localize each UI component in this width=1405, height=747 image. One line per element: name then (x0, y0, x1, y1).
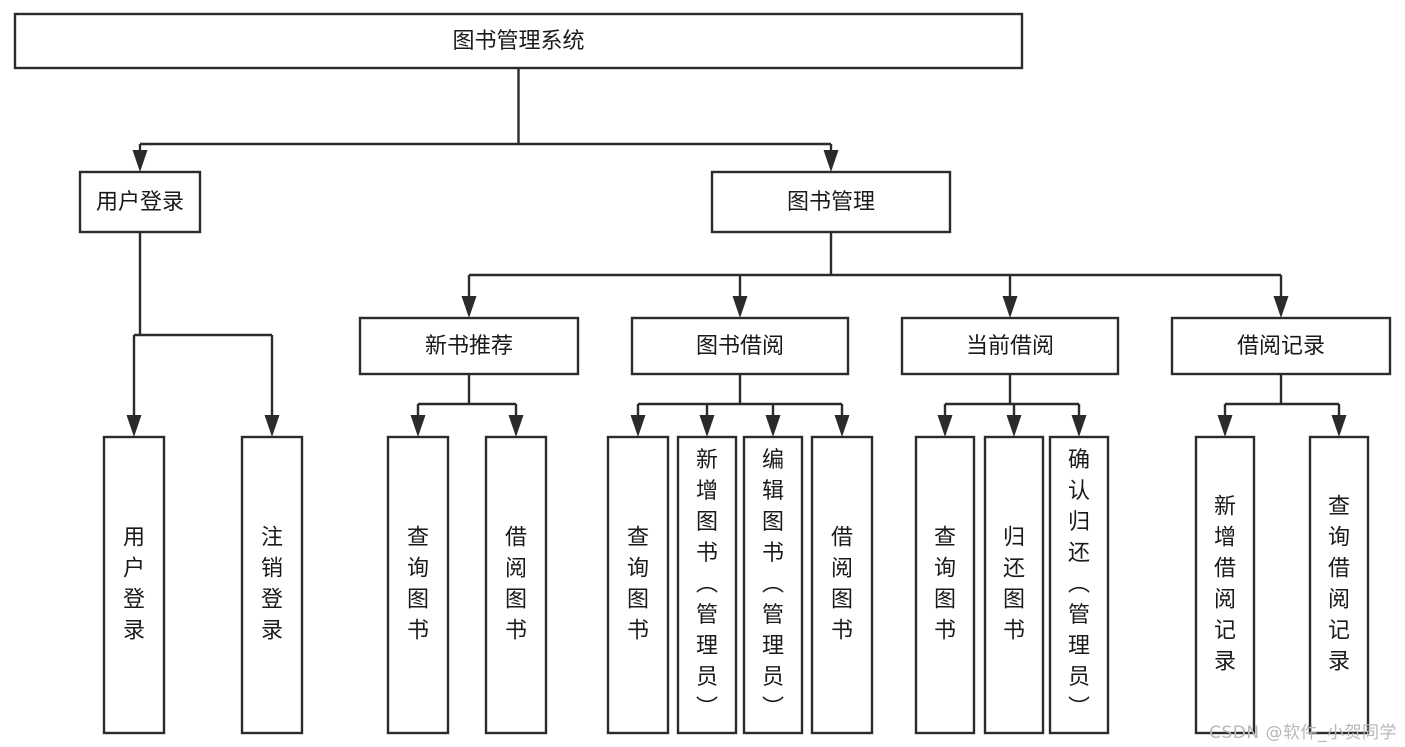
arrow-head-icon (410, 415, 426, 437)
arrow-head-icon (765, 415, 781, 437)
arrow-head-icon (823, 150, 839, 172)
connector-layer (126, 68, 1347, 437)
connector-group-l1_b (461, 232, 1289, 318)
node-box[interactable] (102, 435, 166, 735)
node-box[interactable] (676, 435, 738, 735)
node-box[interactable] (358, 316, 580, 376)
node-label: 借阅记录 (1237, 334, 1325, 359)
node-label: 用户登录 (96, 190, 184, 215)
arrow-head-icon (699, 415, 715, 437)
node-leaf_6[interactable]: 新增图书︵管理员︶ (676, 435, 738, 735)
node-box[interactable] (484, 435, 548, 735)
node-l2_c[interactable]: 当前借阅 (900, 316, 1120, 376)
node-leaf_10[interactable]: 归还图书 (983, 435, 1045, 735)
node-label: 查询借阅记录 (1328, 495, 1350, 675)
connector-group-l2_a (410, 374, 524, 437)
node-box[interactable] (983, 435, 1045, 735)
connector-group-l1_a (126, 232, 280, 437)
arrow-head-icon (1217, 415, 1233, 437)
node-box[interactable] (900, 316, 1120, 376)
arrow-head-icon (1331, 415, 1347, 437)
node-l2_d[interactable]: 借阅记录 (1170, 316, 1392, 376)
node-label: 借阅图书 (505, 526, 527, 644)
node-box[interactable] (630, 316, 850, 376)
node-layer: 图书管理系统用户登录图书管理新书推荐图书借阅当前借阅借阅记录用户登录注销登录查询… (13, 12, 1392, 735)
node-leaf_13[interactable]: 查询借阅记录 (1308, 435, 1370, 735)
arrow-head-icon (732, 296, 748, 318)
node-box[interactable] (78, 170, 202, 234)
node-leaf_11[interactable]: 确认归还︵管理员︶ (1048, 435, 1110, 735)
node-label: 图书管理系统 (452, 29, 584, 54)
node-box[interactable] (386, 435, 450, 735)
node-box[interactable] (810, 435, 874, 735)
arrow-head-icon (1273, 296, 1289, 318)
connector-group-l2_d (1217, 374, 1347, 437)
arrow-head-icon (126, 415, 142, 437)
node-leaf_4[interactable]: 借阅图书 (484, 435, 548, 735)
node-box[interactable] (13, 12, 1024, 70)
node-label: 编辑图书︵管理员︶ (762, 448, 784, 721)
node-label: 图书借阅 (696, 334, 784, 359)
node-label: 确认归还︵管理员︶ (1068, 448, 1090, 721)
node-box[interactable] (914, 435, 976, 735)
connector-group-l2_c (937, 374, 1087, 437)
connector-group-l2_b (630, 374, 850, 437)
node-l2_a[interactable]: 新书推荐 (358, 316, 580, 376)
node-label: 查询图书 (627, 526, 649, 644)
arrow-head-icon (1071, 415, 1087, 437)
node-label: 新增借阅记录 (1214, 495, 1236, 675)
arrow-head-icon (264, 415, 280, 437)
node-leaf_5[interactable]: 查询图书 (606, 435, 670, 735)
arrow-head-icon (508, 415, 524, 437)
arrow-head-icon (1002, 296, 1018, 318)
node-leaf_12[interactable]: 新增借阅记录 (1194, 435, 1256, 735)
node-leaf_9[interactable]: 查询图书 (914, 435, 976, 735)
node-l1_a[interactable]: 用户登录 (78, 170, 202, 234)
node-box[interactable] (606, 435, 670, 735)
node-box[interactable] (1048, 435, 1110, 735)
node-leaf_8[interactable]: 借阅图书 (810, 435, 874, 735)
node-l1_b[interactable]: 图书管理 (710, 170, 952, 234)
arrow-head-icon (132, 150, 148, 172)
node-label: 新增图书︵管理员︶ (696, 448, 718, 721)
node-l2_b[interactable]: 图书借阅 (630, 316, 850, 376)
arrow-head-icon (461, 296, 477, 318)
node-leaf_2[interactable]: 注销登录 (240, 435, 304, 735)
arrow-head-icon (937, 415, 953, 437)
node-box[interactable] (1308, 435, 1370, 735)
arrow-head-icon (1006, 415, 1022, 437)
node-label: 注销登录 (261, 526, 283, 644)
node-box[interactable] (1170, 316, 1392, 376)
node-box[interactable] (240, 435, 304, 735)
arrow-head-icon (834, 415, 850, 437)
node-leaf_3[interactable]: 查询图书 (386, 435, 450, 735)
node-label: 归还图书 (1003, 526, 1025, 644)
node-box[interactable] (710, 170, 952, 234)
node-label: 新书推荐 (425, 334, 513, 359)
node-label: 查询图书 (407, 526, 429, 644)
node-label: 图书管理 (787, 190, 875, 215)
node-label: 当前借阅 (966, 334, 1054, 359)
node-label: 用户登录 (123, 526, 145, 644)
node-leaf_7[interactable]: 编辑图书︵管理员︶ (742, 435, 804, 735)
node-label: 查询图书 (934, 526, 956, 644)
node-leaf_1[interactable]: 用户登录 (102, 435, 166, 735)
node-label: 借阅图书 (831, 526, 853, 644)
connector-group-root (132, 68, 839, 172)
arrow-head-icon (630, 415, 646, 437)
node-box[interactable] (1194, 435, 1256, 735)
node-box[interactable] (742, 435, 804, 735)
node-root[interactable]: 图书管理系统 (13, 12, 1024, 70)
